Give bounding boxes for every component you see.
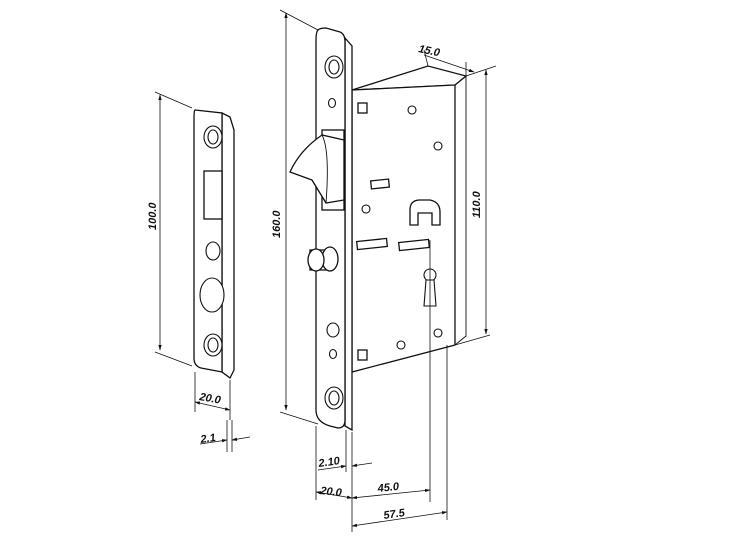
faceplate-face: [315, 27, 346, 429]
case-slot-2: [355, 237, 389, 251]
latch-curve: [321, 134, 328, 204]
dim-label-strike-height: 100.0: [147, 202, 159, 230]
case-rivet-1: [407, 105, 417, 115]
case-square-top: [357, 102, 368, 114]
dim-case-height: 110.0: [454, 65, 497, 346]
dim-strike-height: 100.0: [147, 91, 193, 367]
dim-faceplate-height: 160.0: [271, 9, 319, 425]
faceplate-screw-hole-top-inner: [328, 59, 340, 75]
case-rivet-4: [433, 328, 443, 338]
dim-case-offset: 15.0: [417, 43, 475, 76]
dim-label-case-height: 110.0: [471, 190, 483, 218]
strike-screw-hole-bottom-inner: [207, 337, 219, 353]
strike-plate: [193, 109, 235, 379]
latch-bevel: [289, 134, 345, 204]
lock-body: [351, 65, 468, 373]
strike-latch-slot: [203, 170, 223, 220]
dim-strike-width: 20.0: [194, 372, 231, 420]
dim-backset: 45.0: [351, 240, 431, 502]
dim-label-faceplate-height: 160.0: [271, 210, 283, 238]
dim-label-strike-thickness: 2.1: [199, 432, 217, 446]
dim-case-depth: 57.5: [351, 345, 448, 532]
case-follower: [409, 199, 441, 226]
faceplate-pin-bottom: [328, 348, 338, 360]
case-rivet-5: [396, 340, 406, 350]
dim-label-faceplate-thickness: 2.10: [317, 455, 342, 470]
faceplate-screw-hole-lower: [326, 322, 340, 338]
dim-label-case-offset: 15.0: [417, 43, 441, 59]
strike-screw-hole-top-inner: [207, 129, 219, 145]
dim-label-case-depth: 57.5: [383, 507, 407, 522]
faceplate-edge: [344, 36, 353, 432]
strike-screw-hole-mid: [205, 241, 221, 261]
dim-faceplate-width: 20.0: [315, 426, 353, 500]
latch-bolt: [289, 129, 345, 211]
bolt-front: [307, 248, 325, 272]
dim-label-backset: 45.0: [376, 481, 400, 495]
strike-bolt-hole: [199, 277, 225, 313]
strike-plate-face: [193, 109, 223, 373]
round-bolt: [307, 246, 339, 272]
faceplate: [289, 27, 353, 432]
case-rivet-3: [361, 204, 371, 214]
dim-label-strike-width: 20.0: [197, 391, 222, 407]
case-back-edge: [454, 75, 467, 346]
case-rivet-2: [433, 141, 443, 151]
strike-plate-edge: [221, 111, 235, 379]
case-slot-3: [397, 238, 431, 252]
case-square-bottom: [357, 349, 368, 361]
dim-strike-thickness: 2.1: [199, 420, 251, 452]
faceplate-screw-hole-bottom-inner: [328, 390, 340, 406]
case-slot-1: [369, 178, 391, 190]
faceplate-pin-top: [327, 97, 337, 109]
latch-edge: [289, 171, 327, 204]
dim-faceplate-thickness: 2.10: [317, 430, 373, 474]
dim-label-faceplate-width: 20.0: [319, 485, 343, 499]
